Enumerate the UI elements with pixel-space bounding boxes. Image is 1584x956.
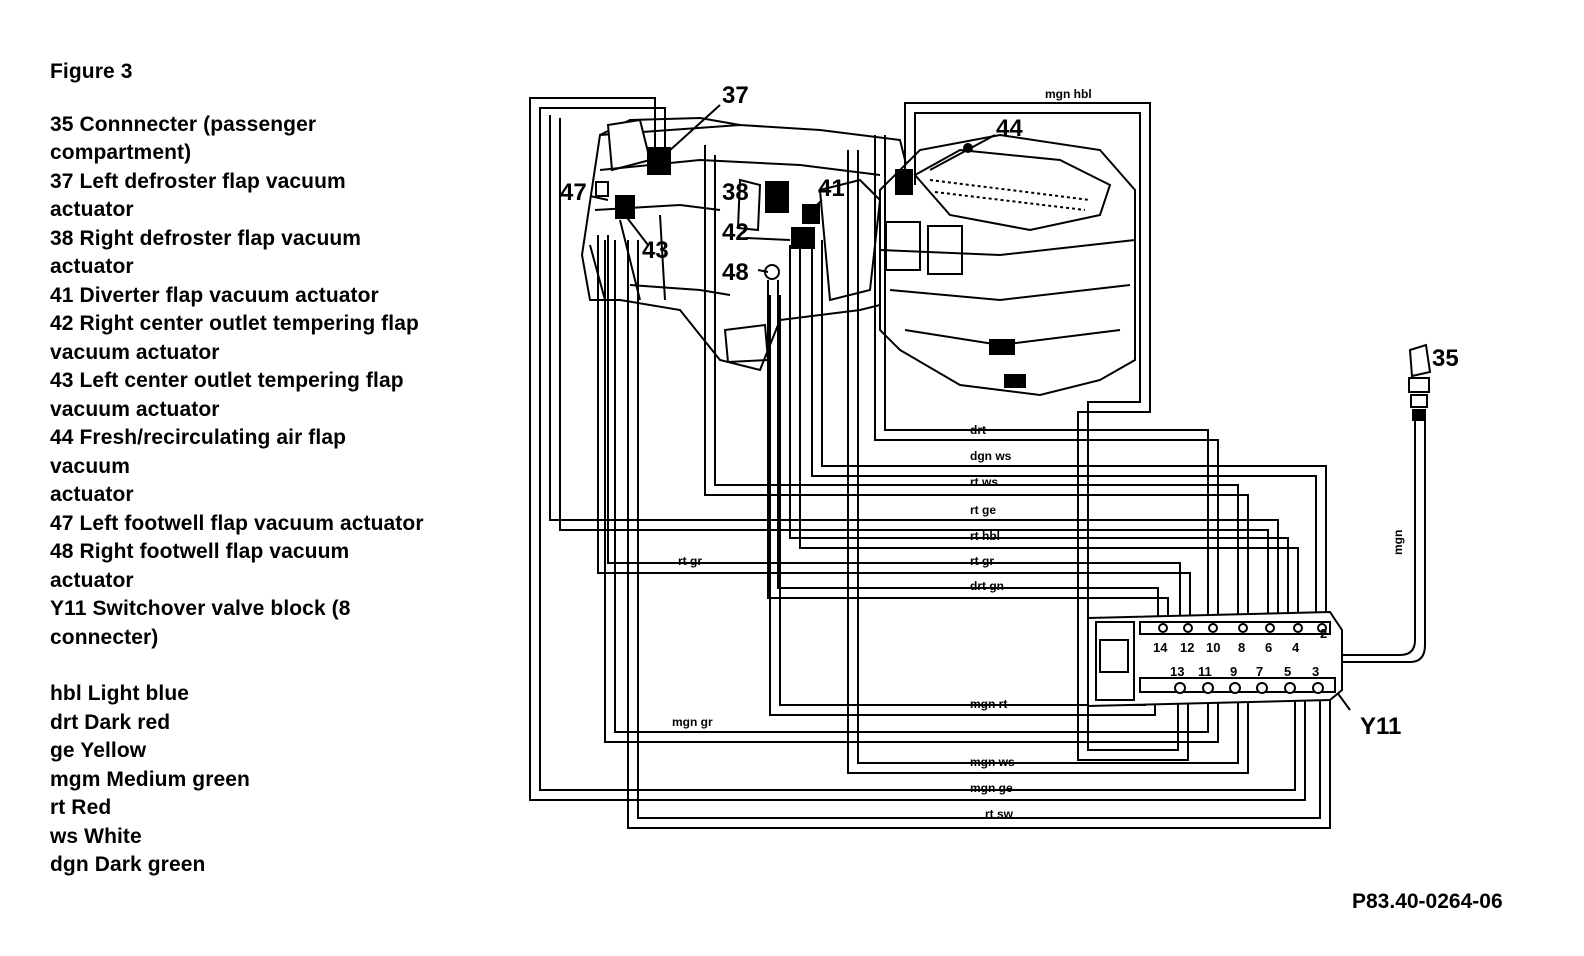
color-key-dgn: dgn Dark green [50,853,206,876]
callout-44: 44 [996,115,1023,142]
wire-label-mgn: mgn [1391,530,1405,555]
legend-item-41: 41 Diverter flap vacuum actuator [50,283,379,307]
wire-label-mgn-hbl: mgn hbl [1045,87,1092,101]
wire-label-mgn-ws: mgn ws [970,755,1015,769]
wire-label-rt-gr-right: rt gr [970,554,994,568]
connector-35 [1408,343,1432,421]
port-14: 14 [1153,640,1168,655]
callouts: 37 44 38 41 47 42 43 48 35 Y11 [560,82,1459,740]
wire-label-rt-sw: rt sw [985,807,1014,821]
legend-item-y11: Y11 Switchover valve block (8 connecter) [50,597,351,649]
callout-37: 37 [722,82,749,109]
reference-number: P83.40-0264-06 [1352,890,1503,913]
callout-47: 47 [560,179,587,206]
wire-label-mgn-ge: mgn ge [970,781,1013,795]
callout-38: 38 [722,179,749,206]
leader-lines [589,104,1428,711]
actuator-37 [647,147,671,175]
port-4: 4 [1292,640,1300,655]
callout-43: 43 [642,237,669,264]
color-key-ge: ge Yellow [50,739,147,762]
legend-item-35: 35 Connnecter (passenger compartment) [50,112,317,165]
legend-item-44: 44 Fresh/recirculating air flap vacuum a… [50,426,347,506]
port-9: 9 [1230,664,1237,679]
valve-ports [1158,623,1327,694]
actuator-43 [615,195,635,219]
actuator-38 [765,181,789,213]
actuator-47 [595,181,609,197]
legend-item-48: 48 Right footwell flap vacuum actuator [50,540,350,592]
callout-y11: Y11 [1360,713,1401,740]
port-12: 12 [1180,640,1194,655]
port-6: 6 [1265,640,1272,655]
vacuum-lines [529,97,1426,829]
port-5: 5 [1284,664,1291,679]
wire-label-rt-gr-left: rt gr [678,554,702,568]
port-7: 7 [1256,664,1263,679]
wire-label-drt-gn: drt gn [970,579,1004,593]
air-box [879,133,1136,397]
callout-48: 48 [722,259,749,286]
legend-item-47: 47 Left footwell flap vacuum actuator [50,511,424,535]
color-key-rt: rt Red [50,796,112,819]
color-key-drt: drt Dark red [50,710,171,734]
color-key-mgm: mgm Medium green [50,767,250,791]
actuator-41 [802,204,820,224]
actuator-42 [791,227,815,249]
wire-label-mgn-rt: mgn rt [970,697,1007,711]
port-13: 13 [1170,664,1184,679]
port-11: 11 [1198,664,1212,679]
wire-label-rt-ge: rt ge [970,503,996,517]
callout-42: 42 [722,219,749,246]
callout-41: 41 [818,175,845,202]
port-10: 10 [1206,640,1220,655]
port-8: 8 [1238,640,1245,655]
actuators [595,147,913,280]
legend-item-37: 37 Left defroster flap vacuum actuator [50,169,346,222]
color-key-hbl: hbl Light blue [50,682,190,705]
actuator-44 [895,169,913,195]
port-2: 2 [1320,626,1327,641]
wire-label-rt-hbl: rt hbl [970,529,1000,543]
color-key-ws: ws White [50,824,142,848]
valve-block-y11 [1087,610,1343,708]
wire-label-drt: drt [970,423,986,437]
wire-label-rt-ws: rt ws [970,475,998,489]
legend-item-43: 43 Left center outlet tempering flap vac… [50,369,404,421]
port-numbers: 14 12 10 8 6 4 2 13 11 9 7 5 3 [1153,626,1327,679]
legend-item-42: 42 Right center outlet tempering flap va… [50,312,419,364]
figure-title: Figure 3 [50,60,133,83]
callout-35: 35 [1432,345,1459,372]
wire-label-mgn-gr: mgn gr [672,715,713,729]
wire-label-dgn-ws: dgn ws [970,449,1012,463]
legend-item-38: 38 Right defroster flap vacuum actuator [50,226,362,279]
legend-panel: Figure 3 35 Connnecter (passenger compar… [50,58,470,880]
port-3: 3 [1312,664,1319,679]
wire-labels: mgn hbl drt dgn ws rt ws rt ge rt hbl rt… [672,87,1405,821]
